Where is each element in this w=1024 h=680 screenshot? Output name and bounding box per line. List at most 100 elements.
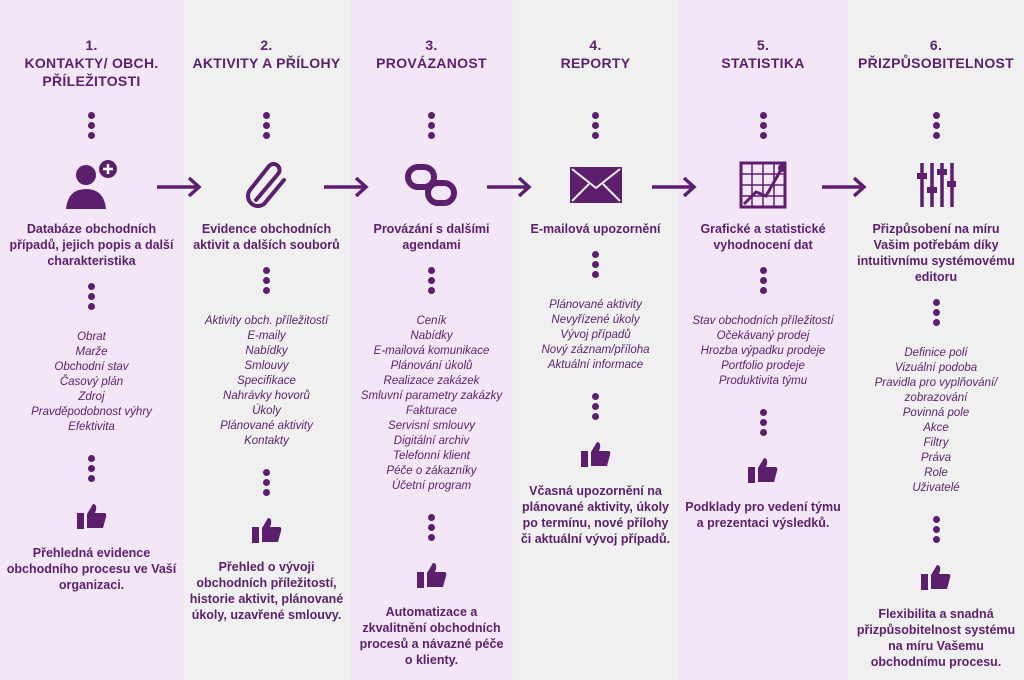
column-header: 6. PŘIZPŮSOBITELNOST xyxy=(858,36,1014,98)
step-number: 6. xyxy=(929,37,943,53)
icon-row xyxy=(0,159,202,216)
step-title: REPORTY xyxy=(560,55,631,71)
step-number: 3. xyxy=(425,37,438,53)
list-item: Role xyxy=(924,467,948,479)
list-item: E-mailová komunikace xyxy=(373,345,490,357)
envelope-icon xyxy=(569,166,623,209)
step-number: 4. xyxy=(589,37,602,53)
list-item: Nahrávky hovorů xyxy=(223,390,310,402)
list-item: E-maily xyxy=(247,330,286,342)
list-item: Produktivita týmu xyxy=(718,375,808,387)
step-conclusion: Přehledná evidence obchodního procesu ve… xyxy=(6,546,177,592)
dots-separator xyxy=(932,299,940,326)
thumbs-up-icon xyxy=(251,516,283,549)
list-item: Marže xyxy=(75,346,108,358)
list-item: Pravděpodobnost výhry xyxy=(31,406,152,418)
column-header: 5.STATISTIKA xyxy=(721,36,804,98)
dots-separator xyxy=(428,514,435,541)
icon-row xyxy=(678,159,867,215)
step-description: Grafické a statistické vyhodnocení dat xyxy=(700,222,826,252)
list-item: Telefonní klient xyxy=(393,450,470,462)
list-item: Portfolio prodeje xyxy=(721,360,805,372)
step-conclusion: Automatizace a zkvalitnění obchodních pr… xyxy=(359,605,504,667)
list-item: Péče o zákazníky xyxy=(386,465,477,477)
arrow-right-icon xyxy=(487,176,532,198)
thumbs-up-icon xyxy=(416,561,448,594)
list-item: Uživatelé xyxy=(912,482,960,494)
icon-row xyxy=(350,159,532,215)
list-item: Obchodní stav xyxy=(54,361,129,373)
step-conclusion: Flexibilita a snadná přizpůsobitelnost s… xyxy=(856,607,1016,669)
step-title: KONTAKTY/ OBCH. PŘÍLEŽITOSTI xyxy=(24,55,159,89)
list-item: Zdroj xyxy=(78,391,105,403)
dots-separator xyxy=(263,469,270,496)
dots-separator xyxy=(592,393,599,420)
arrow-right-icon xyxy=(652,176,697,198)
thumbs-up-icon xyxy=(747,456,779,489)
dots-separator xyxy=(428,112,435,139)
list-item: Filtry xyxy=(923,437,949,449)
step-description: Evidence obchodních aktivit a dalších so… xyxy=(193,222,340,252)
step-number: 1. xyxy=(85,37,98,53)
column-5: 5.STATISTIKA Grafické a statistické vyho… xyxy=(678,0,867,680)
list-item: Fakturace xyxy=(405,405,458,417)
list-item: Vizuální podoba xyxy=(894,362,978,374)
step-description: Přizpůsobení na míru Vašim potřebám díky… xyxy=(857,222,1015,284)
step-description: E-mailová upozornění xyxy=(530,222,661,236)
list-item: Kontakty xyxy=(244,435,289,447)
column-2: 2.AKTIVITY A PŘÍLOHY Evidence obchodních… xyxy=(183,0,369,680)
step-description: Provázání s dalšími agendami xyxy=(373,222,490,252)
dots-separator xyxy=(88,112,95,139)
link-icon xyxy=(404,161,460,214)
column-header: 3.PROVÁZANOST xyxy=(376,36,487,98)
list-item: Nevyřízené úkoly xyxy=(551,314,640,326)
list-item: Aktuální informace xyxy=(547,359,644,371)
list-item: Smluvní parametry zakázky xyxy=(360,390,503,402)
paperclip-icon xyxy=(242,160,292,215)
icon-row xyxy=(183,159,369,215)
column-3: 3.PROVÁZANOST Provázání s dalšími agenda… xyxy=(350,0,532,680)
step-title: STATISTIKA xyxy=(721,55,805,71)
list-item: Akce xyxy=(923,422,949,434)
list-item: Ceník xyxy=(416,315,447,327)
list-item: Očekávaný prodej xyxy=(716,330,810,342)
dots-separator xyxy=(932,112,940,139)
step-conclusion: Přehled o vývoji obchodních příležitostí… xyxy=(189,560,344,622)
chart-icon xyxy=(738,160,788,215)
step-conclusion: Včasná upozornění na plánované aktivity,… xyxy=(520,484,671,546)
column-header: 4. REPORTY xyxy=(561,36,631,98)
list-item: Aktivity obch. příležitostí xyxy=(204,315,329,327)
dots-separator xyxy=(759,409,767,436)
dots-separator xyxy=(263,267,270,294)
list-item: Úkoly xyxy=(252,405,281,417)
thumbs-up-icon xyxy=(76,502,108,535)
thumbs-up-icon xyxy=(580,440,612,473)
list-item: Vývoj případů xyxy=(560,329,631,341)
list-item: Specifikace xyxy=(237,375,296,387)
user-add-icon xyxy=(62,159,122,216)
list-item: Časový plán xyxy=(59,376,124,388)
list-item: Servisní smlouvy xyxy=(388,420,475,432)
column-4: 4. REPORTY E-mailová upozornění Plánované… xyxy=(513,0,697,680)
dots-separator xyxy=(263,112,270,139)
list-item: Smlouvy xyxy=(244,360,289,372)
column-1: 1.KONTAKTY/ OBCH. PŘÍLEŽITOSTI Databáze … xyxy=(0,0,202,680)
dots-separator xyxy=(592,251,599,278)
dots-separator xyxy=(428,267,435,294)
list-item: Plánované aktivity xyxy=(549,299,642,311)
dots-separator xyxy=(932,516,940,543)
dots-separator xyxy=(592,112,599,139)
list-item: Nabídky xyxy=(245,345,288,357)
column-header: 1. KONTAKTY/ OBCH. PŘÍLEŽITOSTI xyxy=(0,36,183,98)
step-title: PŘIZPŮSOBITELNOST xyxy=(858,55,1014,71)
arrow-right-icon xyxy=(324,176,369,198)
icon-row xyxy=(848,159,1024,215)
list-item: Hrozba výpadku prodeje xyxy=(700,345,826,357)
dots-separator xyxy=(88,283,95,310)
